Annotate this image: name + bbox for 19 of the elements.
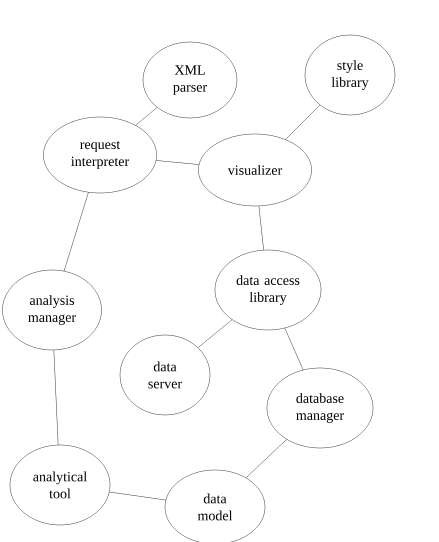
- connector-line: [284, 328, 304, 370]
- ellipse-node: XML parser: [142, 42, 238, 118]
- connector-line: [109, 492, 166, 500]
- connector-line: [198, 319, 232, 348]
- connector-line: [135, 107, 158, 126]
- connector-line: [156, 160, 200, 165]
- ellipse-node: analysis manager: [2, 270, 102, 350]
- connector-line: [54, 350, 58, 446]
- connector-line: [258, 206, 264, 250]
- ellipse-node: style library: [304, 34, 396, 116]
- connector-line: [246, 439, 287, 478]
- ellipse-node: request interpreter: [43, 116, 157, 194]
- connector-line: [64, 192, 89, 272]
- ellipse-node: database manager: [266, 368, 374, 448]
- ellipse-node: data server: [120, 334, 210, 416]
- ellipse-node: data access library: [214, 250, 322, 330]
- ellipse-node: analytical tool: [10, 444, 110, 526]
- ellipse-node: visualizer: [198, 134, 312, 206]
- connector-line: [285, 104, 320, 140]
